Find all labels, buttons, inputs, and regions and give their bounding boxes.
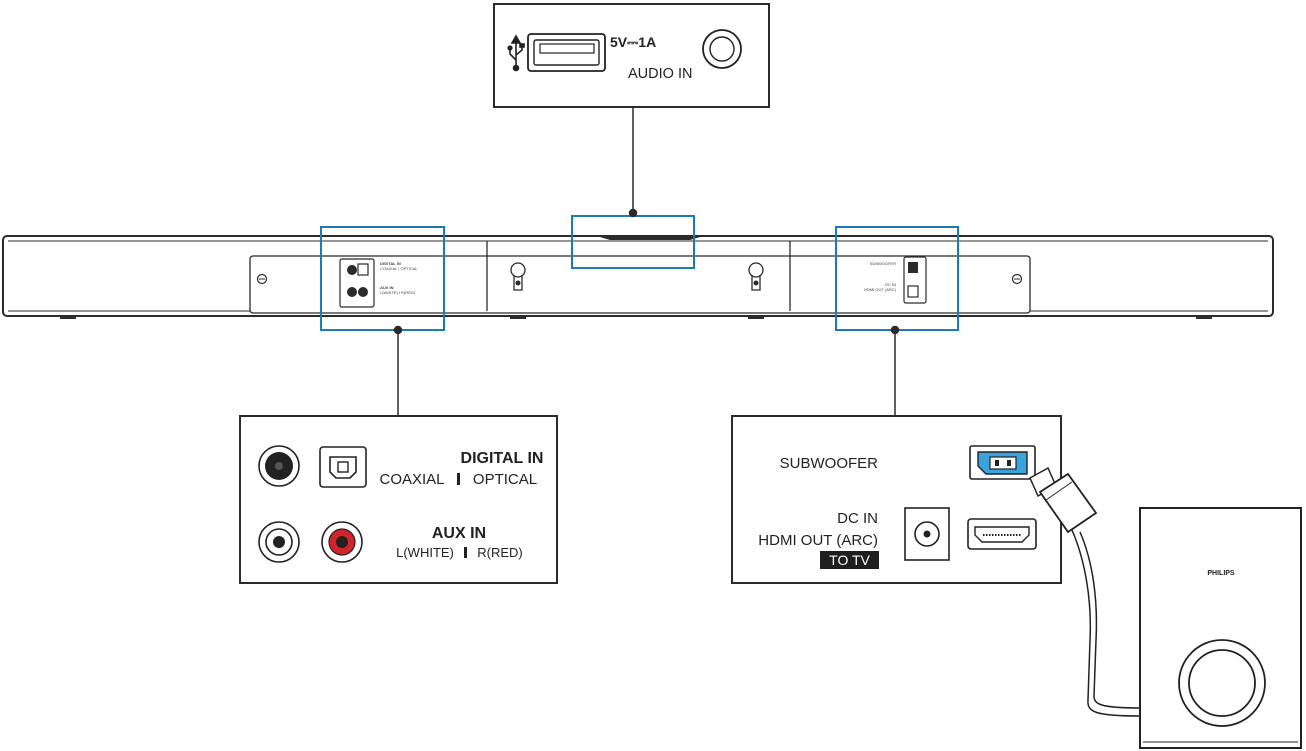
callout-lines (393, 107, 900, 416)
label-divider (457, 473, 460, 485)
aux-in-title: AUX IN (432, 525, 486, 542)
to-tv-badge (820, 551, 879, 569)
soundbar-label-digital-sub: COAXIAL I OPTICAL (380, 266, 418, 271)
subwoofer-unit: PHILIPS (1139, 507, 1302, 749)
soundbar-label-aux: AUX IN (380, 285, 394, 290)
aux-right-red-jack[interactable] (321, 521, 363, 563)
soundbar-label-dc: DC IN (885, 282, 896, 287)
to-tv-label: TO TV (829, 552, 870, 568)
soundbar: DIGITAL IN COAXIAL I OPTICAL AUX IN L(WH… (2, 235, 1274, 319)
coaxial-jack[interactable] (258, 445, 300, 487)
hdmi-out-label: HDMI OUT (ARC) (758, 532, 878, 549)
hdmi-port[interactable] (967, 518, 1037, 550)
right-callout-panel: SUBWOOFER DC IN HDMI OUT (ARC) TO TV (731, 415, 1141, 717)
optical-label: OPTICAL (473, 471, 537, 488)
label-divider (464, 547, 467, 558)
soundbar-label-hdmi: HDMI OUT (ARC) (864, 287, 897, 292)
audio-in-label: AUDIO IN (628, 66, 692, 82)
aux-red-label: R(RED) (477, 545, 523, 560)
screw-icon (256, 273, 268, 285)
subwoofer-cable-plug (1029, 466, 1098, 534)
digital-in-title: DIGITAL IN (461, 450, 544, 467)
soundbar-label-aux-sub: L(WHITE) I R(RED) (380, 290, 416, 295)
screw-icon (1011, 273, 1023, 285)
dc-in-label: DC IN (837, 510, 878, 527)
soundbar-left-ports: DIGITAL IN COAXIAL I OPTICAL AUX IN L(WH… (339, 258, 418, 308)
left-callout-panel: DIGITAL IN COAXIAL OPTICAL AUX IN L(WHIT… (239, 415, 558, 584)
audio-in-jack[interactable] (702, 29, 742, 69)
wall-mount-keyhole-icon (510, 262, 526, 291)
subwoofer-brand: PHILIPS (1207, 570, 1235, 577)
soundbar-label-digital: DIGITAL IN (380, 261, 401, 266)
dc-in-jack[interactable] (904, 507, 950, 561)
subwoofer-cable (1071, 529, 1141, 717)
coaxial-label: COAXIAL (379, 471, 444, 488)
wall-mount-keyhole-icon (748, 262, 764, 291)
top-callout-panel: 5V⎓1A AUDIO IN (493, 3, 770, 108)
optical-port[interactable] (319, 446, 367, 488)
aux-left-white-jack[interactable] (258, 521, 300, 563)
subwoofer-driver (1178, 639, 1266, 727)
soundbar-right-ports: SUBWOOFER DC IN HDMI OUT (ARC) (864, 256, 927, 304)
soundbar-label-subwoofer: SUBWOOFER (870, 261, 896, 266)
highlight-left-ports (320, 226, 445, 331)
aux-white-label: L(WHITE) (396, 545, 454, 560)
subwoofer-port[interactable] (969, 445, 1036, 480)
usb-port[interactable] (527, 33, 606, 72)
subwoofer-label: SUBWOOFER (780, 455, 879, 472)
usb-rating-label: 5V⎓1A (610, 34, 656, 50)
usb-icon (507, 34, 525, 72)
